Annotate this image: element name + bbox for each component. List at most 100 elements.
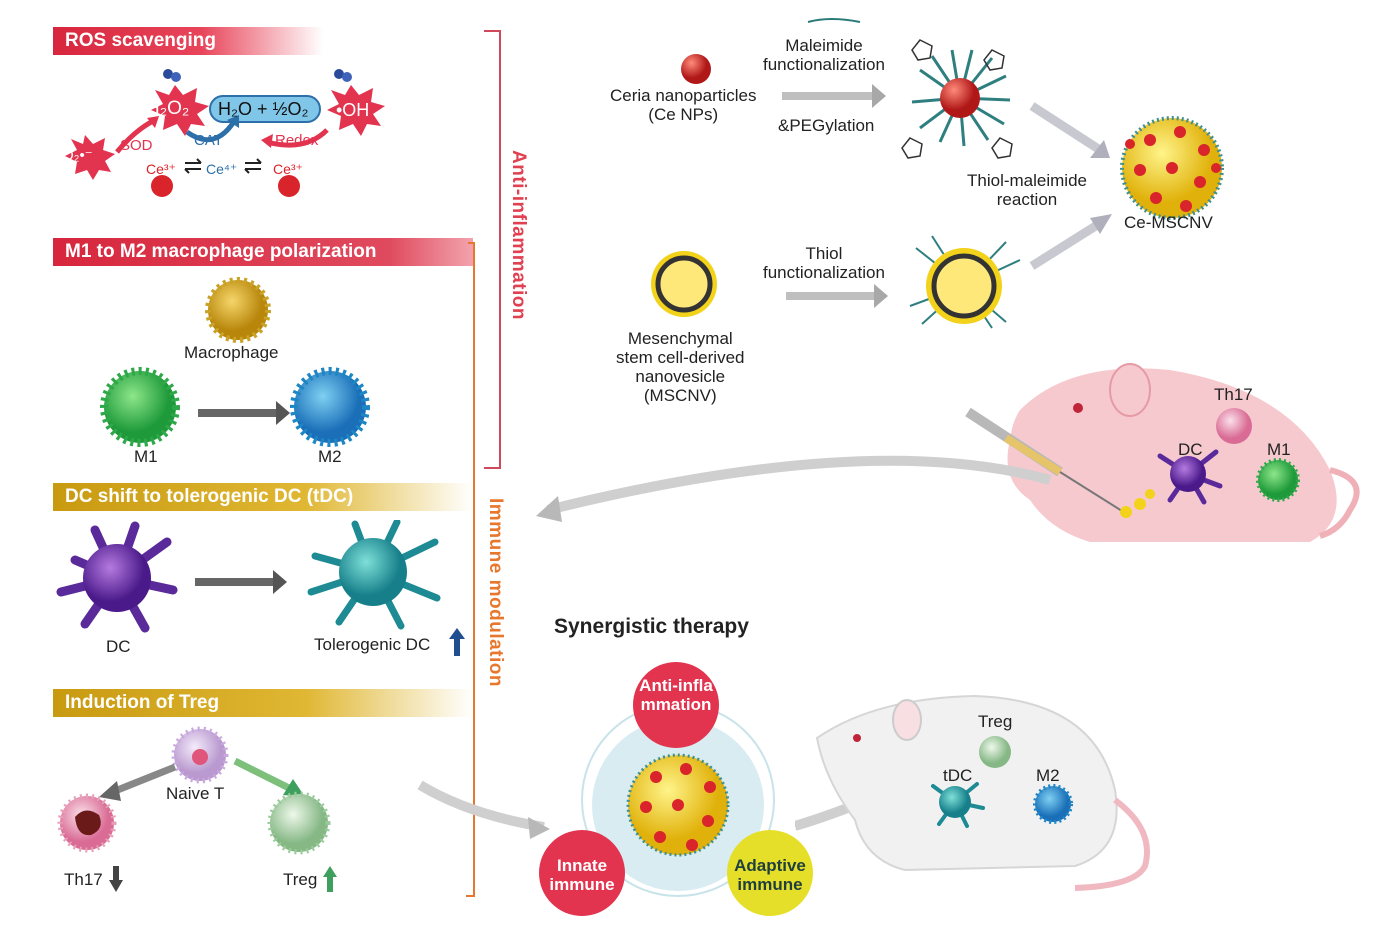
dc-diagram xyxy=(56,520,441,633)
ce-mscnv-icon xyxy=(626,753,730,857)
m2-label: M2 xyxy=(318,447,342,466)
macrophage-label: Macrophage xyxy=(184,343,279,362)
disease-mouse-illustration xyxy=(536,363,1360,542)
treated-m2-label: M2 xyxy=(1036,766,1060,785)
section-title-dc: DC shift to tolerogenic DC (tDC) xyxy=(53,483,473,511)
therapy-diagram xyxy=(417,662,813,916)
ce-mscnv-icon xyxy=(1120,116,1224,220)
redox-arrow xyxy=(266,128,329,148)
disease-m1-label: M1 xyxy=(1267,440,1291,459)
treated-tdc-label: tDC xyxy=(943,766,973,785)
tdc-cell-icon xyxy=(931,782,985,828)
ros-diagram xyxy=(65,69,385,197)
bracket-lines xyxy=(466,30,501,897)
syringe-icon xyxy=(965,407,1131,517)
up-arrow-icon xyxy=(449,628,465,656)
molecule-icon xyxy=(334,69,352,82)
down-arrow-icon xyxy=(109,866,123,892)
mscnv-icon xyxy=(651,251,717,317)
return-arrow xyxy=(546,455,1052,515)
naive-t-label: Naive T xyxy=(166,784,225,803)
disease-dc-label: DC xyxy=(1178,440,1203,459)
arrow-right-icon xyxy=(782,84,886,108)
dc-label: DC xyxy=(106,637,131,656)
anti-inflammation-label: Anti-inflammation xyxy=(508,150,529,320)
polarization-arrow xyxy=(195,570,287,594)
maleimide-label: Maleimide functionalization xyxy=(763,36,885,74)
peg-chain-icon xyxy=(807,18,861,23)
o2-label: O₂•⁻ xyxy=(62,147,93,164)
tolerogenic-dc-label: Tolerogenic DC xyxy=(314,635,431,654)
polarization-arrow xyxy=(198,401,290,425)
oh-label: •OH xyxy=(336,100,370,120)
redox-label: Redox xyxy=(275,132,319,149)
therapy-title: Synergistic therapy xyxy=(554,615,749,638)
mouse-white-icon xyxy=(815,694,1150,891)
section-title-ros: ROS scavenging xyxy=(53,27,323,55)
treg-cell-icon xyxy=(979,736,1011,768)
anti-inflammation-circle-label: Anti-infla mmation xyxy=(639,676,713,714)
ceria-particle-icon xyxy=(278,175,300,197)
m1-cell-icon xyxy=(1256,458,1300,502)
synthesis-diagram xyxy=(651,18,1224,329)
dc-cell-icon xyxy=(56,521,178,633)
ce4-label: Ce⁴⁺ xyxy=(206,161,238,177)
tolerogenic-dc-icon xyxy=(307,520,441,630)
cat-arrow xyxy=(185,118,238,143)
arrow-diagonal-icon xyxy=(1029,214,1112,270)
pegylation-label: &PEGylation xyxy=(778,116,875,135)
dc-cell-icon xyxy=(1157,449,1223,505)
vesicles-icon xyxy=(1120,489,1155,518)
innate-immune-circle xyxy=(539,830,625,916)
section-title-treg: Induction of Treg xyxy=(53,689,473,717)
up-arrow-icon xyxy=(323,866,337,892)
h2o2-burst-icon xyxy=(151,85,209,136)
immune-modulation-label: Immune modulation xyxy=(485,498,506,687)
arrow-right-icon xyxy=(786,284,888,308)
ce3-right-label: Ce³⁺ xyxy=(273,161,303,177)
macrophage-icon xyxy=(205,277,271,343)
adaptive-immune-circle xyxy=(727,830,813,916)
incoming-arrow xyxy=(417,780,545,832)
anti-inflammation-circle xyxy=(633,662,719,748)
treg-arrow xyxy=(233,757,305,797)
molecule-icon xyxy=(163,69,181,82)
th17-cell-icon xyxy=(1216,408,1252,444)
sod-label: SOD xyxy=(120,137,153,154)
equilibrium-icon xyxy=(184,158,262,174)
thiol-maleimide-label: Thiol-maleimide reaction xyxy=(967,171,1087,209)
treg-label: Treg xyxy=(283,870,318,889)
oh-burst-icon xyxy=(327,85,385,136)
product-label: H₂O + ½O₂ xyxy=(218,99,309,119)
thiol-mscnv-icon xyxy=(909,235,1021,329)
ce3-left-label: Ce³⁺ xyxy=(146,161,176,177)
treg-diagram xyxy=(57,726,331,855)
ceria-label: Ceria nanoparticles (Ce NPs) xyxy=(610,86,757,124)
innate-immune-label: Innate immune xyxy=(549,856,615,894)
adaptive-immune-label: Adaptive immune xyxy=(734,856,806,894)
maleimide-ceria-icon xyxy=(911,49,1011,147)
maleimide-group-icon xyxy=(901,39,1013,159)
macrophage-diagram xyxy=(100,277,370,447)
ceria-nanoparticle-icon xyxy=(681,54,711,84)
section-title-m1m2: M1 to M2 macrophage polarization xyxy=(53,238,473,266)
treated-treg-label: Treg xyxy=(978,712,1013,731)
mscnv-label: Mesenchymal stem cell-derived nanovesicl… xyxy=(616,329,745,405)
arrow-diagonal-icon xyxy=(1029,102,1110,158)
treated-mouse-illustration xyxy=(795,694,1150,891)
thiol-label: Thiol functionalization xyxy=(763,244,885,282)
ce-mscnv-label: Ce-MSCNV xyxy=(1124,213,1213,232)
product-pill xyxy=(209,95,321,123)
m2-cell-icon xyxy=(1033,784,1073,824)
o2-burst-icon xyxy=(65,135,115,180)
th17-label: Th17 xyxy=(64,870,103,889)
treg-cell-icon xyxy=(267,791,331,855)
cat-label: CAT xyxy=(194,132,223,149)
disease-th17-label: Th17 xyxy=(1214,385,1253,404)
h2o2-label: H₂O₂ xyxy=(146,98,190,119)
m1-macrophage-icon xyxy=(100,367,180,447)
mouse-pink-icon xyxy=(1007,363,1360,542)
th17-arrow xyxy=(99,763,177,801)
ceria-particle-icon xyxy=(151,175,173,197)
m2-macrophage-icon xyxy=(290,367,370,447)
